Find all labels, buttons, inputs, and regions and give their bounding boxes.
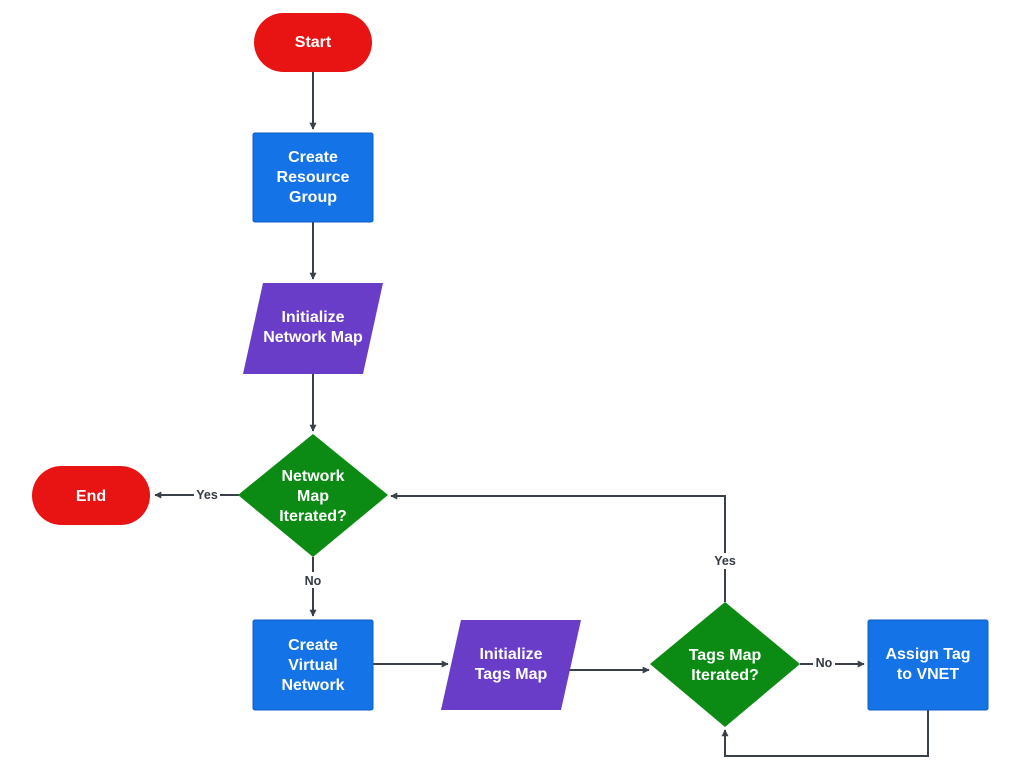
data-shape xyxy=(441,620,581,710)
node-label-line: to VNET xyxy=(897,666,959,683)
edge-assign-tag-loop-back xyxy=(721,710,929,757)
terminal-shape xyxy=(32,466,150,525)
process-shape xyxy=(252,132,374,223)
node-label-line: Network Map xyxy=(263,329,363,346)
node-label-line: Tags Map xyxy=(689,647,762,664)
node-label-line: Tags Map xyxy=(475,666,548,683)
node-end[interactable]: End xyxy=(32,466,150,525)
node-label-line: Group xyxy=(289,189,337,206)
node-label-line: Initialize xyxy=(479,646,542,663)
node-start[interactable]: Start xyxy=(254,13,372,72)
node-label-line: End xyxy=(76,488,106,505)
edge-label-tags-yes: Yes xyxy=(714,554,736,568)
node-label-line: Virtual xyxy=(288,657,338,674)
process-shape xyxy=(252,619,374,711)
edge-tags-decision-yes-to-network-decision xyxy=(390,492,726,602)
data-shape xyxy=(243,283,383,374)
node-label-line: Iterated? xyxy=(279,508,347,525)
decision-shape xyxy=(238,434,388,557)
decision-shape xyxy=(650,602,800,727)
node-assign-tag-to-vnet[interactable]: Assign Tag to VNET xyxy=(867,619,989,711)
node-start-label: Start xyxy=(295,34,332,51)
node-label-line: Assign Tag xyxy=(885,646,970,663)
node-assign-tag-to-vnet-label: Assign Tag to VNET xyxy=(885,646,970,683)
node-label-line: Network xyxy=(281,677,344,694)
node-end-label: End xyxy=(76,488,106,505)
edge-label-network-no: No xyxy=(305,574,322,588)
node-label-line: Resource xyxy=(277,169,350,186)
node-label-line: Create xyxy=(288,149,338,166)
edge-labels: Yes No Yes No xyxy=(194,487,835,671)
node-label-line: Iterated? xyxy=(691,667,759,684)
edge-label-network-yes: Yes xyxy=(196,488,218,502)
node-label-line: Initialize xyxy=(281,309,344,326)
node-label-line: Network xyxy=(281,468,344,485)
node-label-line: Create xyxy=(288,637,338,654)
terminal-shape xyxy=(254,13,372,72)
edge-label-tags-no: No xyxy=(816,656,833,670)
node-label-line: Map xyxy=(297,488,329,505)
process-shape xyxy=(867,619,989,711)
node-label-line: Start xyxy=(295,34,332,51)
